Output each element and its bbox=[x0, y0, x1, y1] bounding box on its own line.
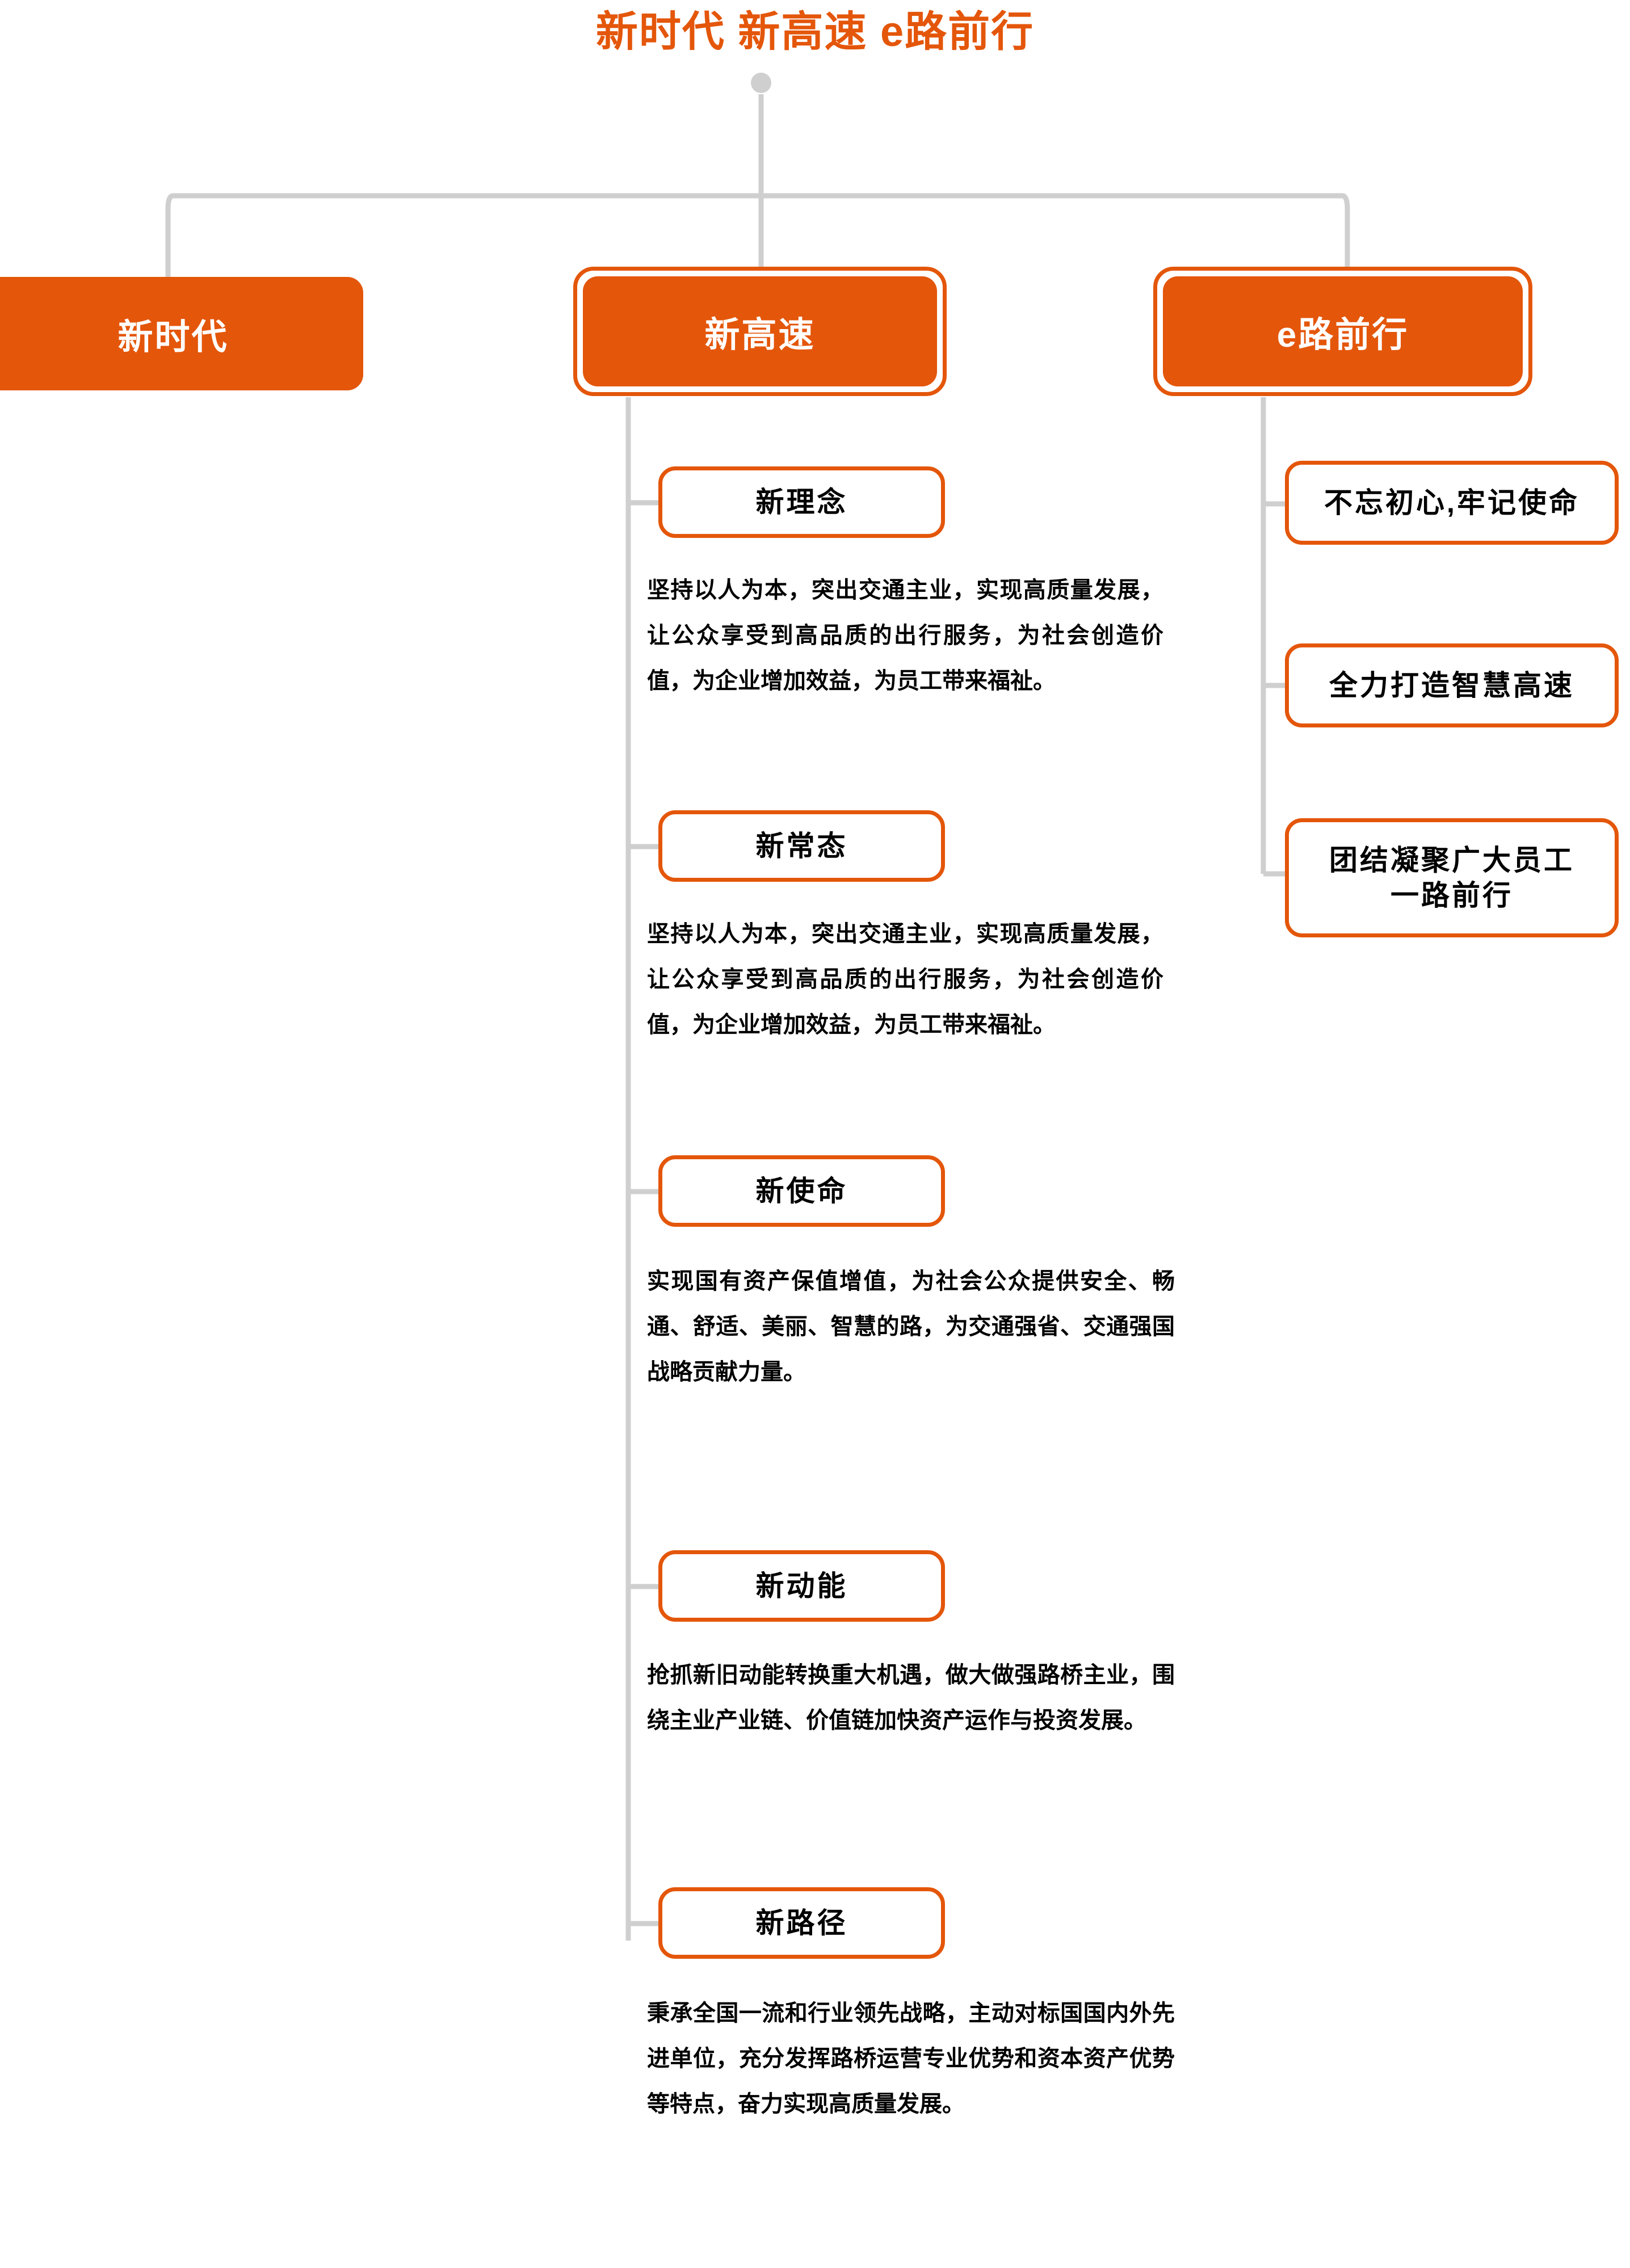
branch-node-xinshidai[interactable]: 新时代 bbox=[0, 277, 363, 390]
branch-node-inner: e路前行 bbox=[1163, 276, 1523, 386]
branch-node-eluqianxing[interactable]: e路前行 bbox=[1153, 267, 1532, 396]
topic-node-xindongneng[interactable]: 新动能 bbox=[658, 1550, 945, 1622]
branch-node-label: e路前行 bbox=[1276, 315, 1409, 355]
topic-node-label: 新动能 bbox=[755, 1570, 848, 1602]
topic-node-zhihuigaosu[interactable]: 全力打造智慧高速 bbox=[1285, 643, 1619, 727]
branch-node-label: 新时代 bbox=[117, 318, 229, 357]
topic-body-xinchangtai: 坚持以人为本，突出交通主业，实现高质量发展，让公众享受到高品质的出行服务，为社会… bbox=[647, 921, 1163, 1037]
topic-node-label: 新路径 bbox=[755, 1907, 848, 1939]
branch-node-inner: 新高速 bbox=[583, 276, 937, 386]
topic-node-label: 团结凝聚广大员工 一路前行 bbox=[1329, 844, 1574, 911]
topic-body-xindongneng: 抢抓新旧动能转换重大机遇，做大做强路桥主业，围绕主业产业链、价值链加快资产运作与… bbox=[647, 1663, 1175, 1733]
topic-node-xinchangtai[interactable]: 新常态 bbox=[658, 810, 945, 882]
branch-node-label: 新高速 bbox=[704, 315, 816, 355]
topic-node-label: 新理念 bbox=[755, 486, 848, 518]
topic-node-buwangchuxin[interactable]: 不忘初心,牢记使命 bbox=[1285, 461, 1619, 545]
topic-node-tuanjie[interactable]: 团结凝聚广大员工 一路前行 bbox=[1285, 818, 1619, 937]
topic-node-label: 新使命 bbox=[755, 1175, 848, 1207]
page-title: 新时代 新高速 e路前行 bbox=[595, 8, 1035, 55]
topic-node-label: 不忘初心,牢记使命 bbox=[1324, 487, 1579, 519]
topic-body-xinshiming: 实现国有资产保值增值，为社会公众提供安全、畅通、舒适、美丽、智慧的路，为交通强省… bbox=[647, 1269, 1175, 1385]
root-node-dot bbox=[751, 73, 771, 93]
topic-node-xinlujing[interactable]: 新路径 bbox=[658, 1887, 945, 1959]
topic-body-xinlujing: 秉承全国一流和行业领先战略，主动对标国国内外先进单位，充分发挥路桥运营专业优势和… bbox=[647, 2001, 1175, 2116]
topic-node-label: 新常态 bbox=[755, 830, 848, 862]
topic-node-label: 全力打造智慧高速 bbox=[1329, 670, 1574, 701]
topic-node-xinshiming[interactable]: 新使命 bbox=[658, 1155, 945, 1227]
branch-node-xingaosu[interactable]: 新高速 bbox=[573, 267, 947, 396]
topic-node-xinlinian[interactable]: 新理念 bbox=[658, 466, 945, 538]
topic-body-xinlinian: 坚持以人为本，突出交通主业，实现高质量发展，让公众享受到高品质的出行服务，为社会… bbox=[647, 578, 1163, 693]
